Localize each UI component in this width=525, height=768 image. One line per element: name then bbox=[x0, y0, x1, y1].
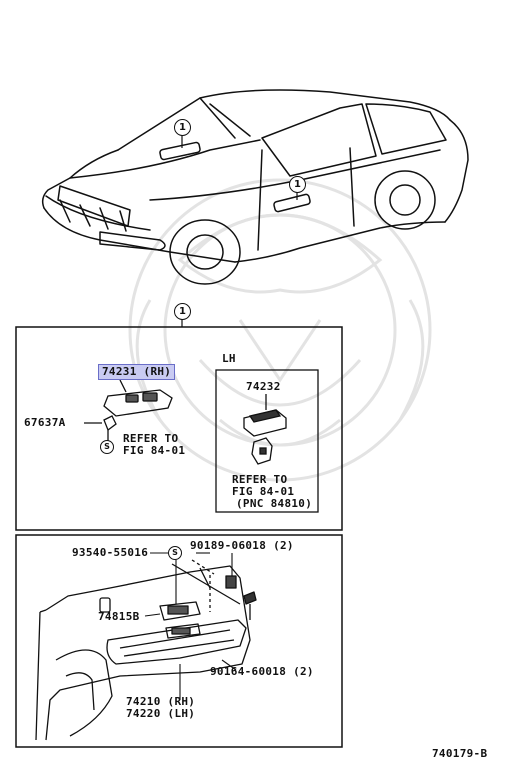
door-leaders bbox=[144, 552, 237, 700]
refer-lh-line1: REFER TO bbox=[232, 473, 288, 486]
door-trim-drawing bbox=[35, 559, 257, 741]
lh-title: LH bbox=[222, 352, 236, 365]
part-74210-label[interactable]: 74210 (RH) bbox=[126, 695, 196, 708]
panel-switch-box bbox=[15, 326, 343, 531]
lh-switch-drawing bbox=[243, 394, 287, 465]
screw-callout-door: S bbox=[168, 546, 182, 560]
part-67637a-label[interactable]: 67637A bbox=[24, 416, 66, 429]
part-74815b-label[interactable]: 74815B bbox=[98, 610, 140, 623]
watermark-emblem bbox=[128, 178, 432, 482]
car-illustration bbox=[41, 89, 469, 285]
part-74220-label[interactable]: 74220 (LH) bbox=[126, 707, 196, 720]
part-90164-label[interactable]: 90164-60018 (2) bbox=[210, 665, 314, 678]
refer-rh-line2[interactable]: FIG 84-01 bbox=[123, 444, 186, 457]
callout-1-door: 1 bbox=[289, 176, 306, 193]
panel-door-box bbox=[15, 534, 343, 748]
refer-lh-line3: (PNC 84810) bbox=[236, 497, 313, 510]
refer-lh-line2[interactable]: FIG 84-01 bbox=[232, 485, 295, 498]
screw-callout-rh: S bbox=[100, 440, 114, 454]
callout-1-panel: 1 bbox=[174, 303, 191, 320]
callout-1-roof: 1 bbox=[174, 119, 191, 136]
part-93540-label[interactable]: 93540-55016 bbox=[72, 546, 149, 559]
part-90189-label[interactable]: 90189-06018 (2) bbox=[190, 539, 294, 552]
refer-rh-line1: REFER TO bbox=[123, 432, 179, 445]
part-74232-label[interactable]: 74232 bbox=[246, 380, 281, 393]
panel-lh-box bbox=[215, 369, 319, 513]
part-74231-rh-label[interactable]: 74231 (RH) bbox=[98, 364, 176, 380]
figure-id: 740179-B bbox=[432, 747, 488, 760]
